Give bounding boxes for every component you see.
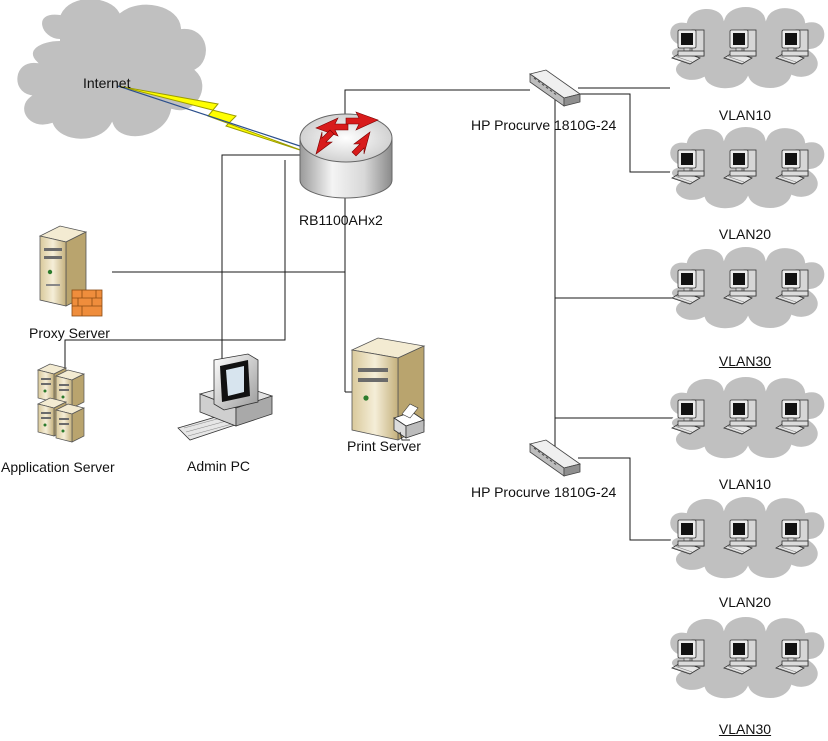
application-server-icon (37, 363, 85, 443)
vlan-label: VLAN10 (718, 476, 772, 492)
vlan-label: VLAN10 (718, 107, 772, 123)
print-server-label: Print Server (347, 438, 421, 454)
firewall-icon (71, 289, 103, 317)
switch-bottom-label: HP Procurve 1810G-24 (471, 484, 617, 500)
switch-icon (529, 69, 581, 107)
router-icon (299, 111, 393, 199)
proxy-server-icon (39, 225, 103, 317)
vlan-label: VLAN20 (718, 226, 772, 242)
internet-label: Internet (83, 75, 131, 91)
vlan-cloud-icon (668, 245, 827, 331)
vlan-cloud-icon (668, 615, 827, 701)
switch-icon (529, 439, 581, 477)
vlan-cloud-icon (668, 125, 827, 211)
vlan-label: VLAN20 (718, 594, 772, 610)
vlan-label: VLAN30 (718, 353, 772, 369)
vlan-cloud-icon (668, 375, 827, 461)
admin-pc-label: Admin PC (187, 458, 251, 474)
printer-icon (393, 403, 425, 441)
print-server-icon (350, 337, 426, 441)
admin-pc-icon (177, 353, 274, 441)
router-label: RB1100AHx2 (299, 212, 383, 228)
application-server-label: Application Server (1, 459, 115, 475)
vlan-cloud-icon (668, 5, 827, 91)
vlan-cloud-icon (668, 495, 827, 581)
switch-top-label: HP Procurve 1810G-24 (471, 117, 617, 133)
internet-cloud-icon (15, 0, 208, 141)
proxy-server-label: Proxy Server (29, 325, 110, 341)
vlan-label: VLAN30 (718, 721, 772, 737)
